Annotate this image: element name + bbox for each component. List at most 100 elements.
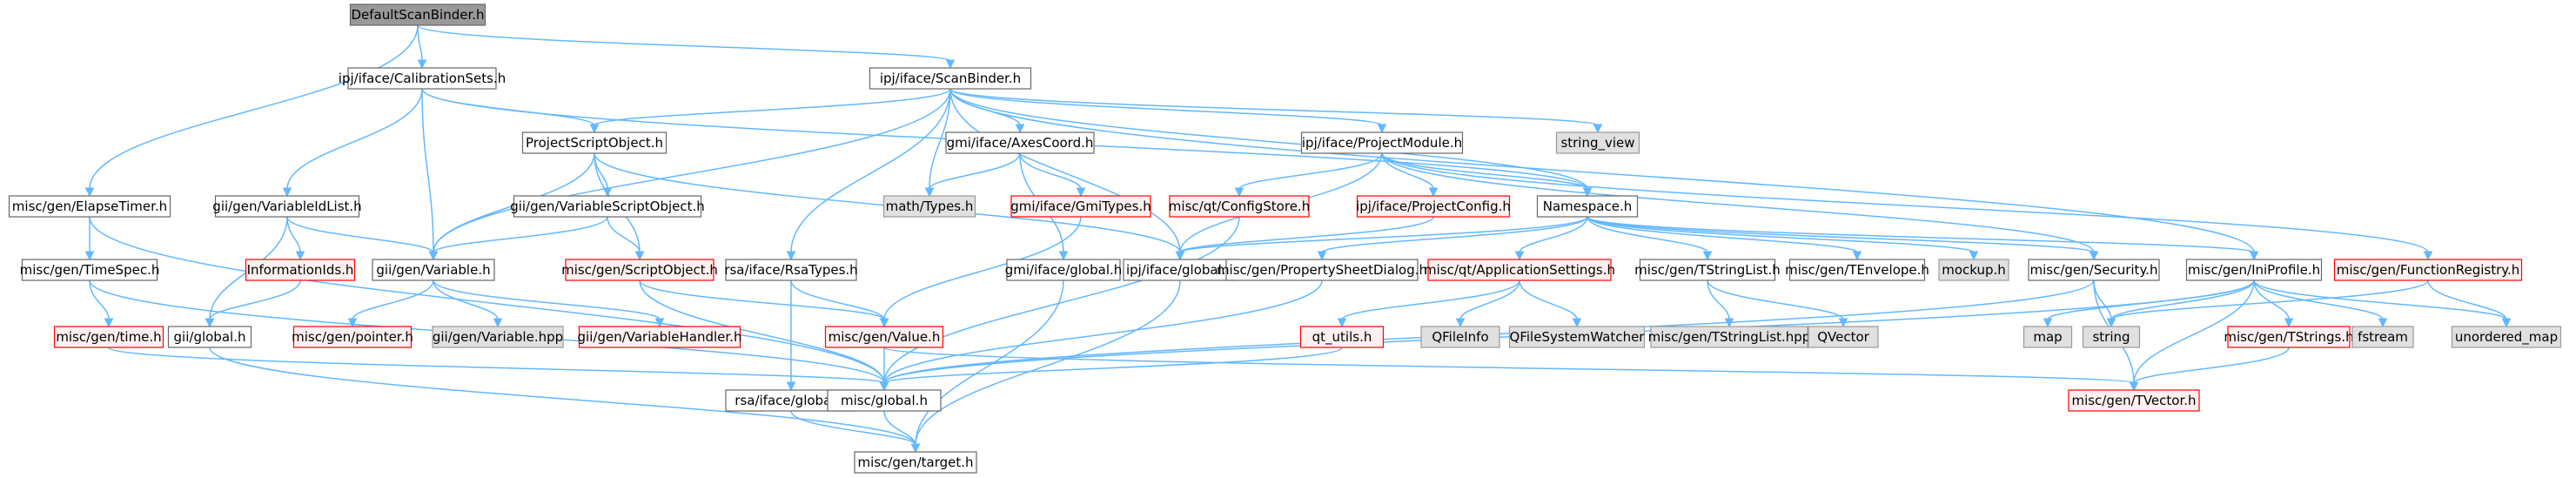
node-namespace-h[interactable]: Namespace.h: [1536, 195, 1639, 218]
node-projectscriptobject-h[interactable]: ProjectScriptObject.h: [521, 131, 667, 154]
node-unordered-map[interactable]: unordered_map: [2451, 326, 2562, 348]
node-box: [2451, 326, 2562, 348]
edge-layer: [84, 24, 2512, 454]
edge-n7-n16: [1381, 152, 1593, 198]
node-label: math/Types.h: [886, 199, 974, 214]
edge-n24-n39: [1707, 279, 1734, 328]
node-box: [565, 259, 714, 281]
node-label: misc/qt/ConfigStore.h: [1169, 199, 1310, 214]
edge-n16-n28: [1587, 216, 2259, 261]
node-ipj-iface-global-h[interactable]: ipj/iface/global.h: [1123, 259, 1238, 281]
node-qfilesystemwatcher[interactable]: QFileSystemWatcher: [1508, 326, 1646, 348]
node-misc-gen-value-h[interactable]: misc/gen/Value.h: [824, 326, 944, 348]
node-qfileinfo[interactable]: QFileInfo: [1420, 326, 1500, 348]
node-gii-gen-variablehandler-h[interactable]: gii/gen/VariableHandler.h: [578, 326, 742, 348]
edge-n4-n17: [286, 216, 439, 261]
edge-n19-n46: [786, 279, 796, 392]
node-informationids-h[interactable]: InformationIds.h: [245, 259, 356, 281]
node-misc-gen-pointer-h[interactable]: misc/gen/pointer.h: [292, 326, 413, 348]
node-label: misc/gen/TStringList.h: [1634, 262, 1781, 278]
node-misc-gen-tenvelope-h[interactable]: misc/gen/TEnvelope.h: [1785, 259, 1929, 281]
node-misc-gen-propertysheetdialog-h[interactable]: misc/gen/PropertySheetDialog.h: [1217, 259, 1427, 281]
edge-n30-n47: [108, 347, 889, 392]
node-gii-gen-variablescriptobject-h[interactable]: gii/gen/VariableScriptObject.h: [510, 195, 705, 218]
node-fstream[interactable]: fstream: [2351, 326, 2414, 348]
node-misc-global-h[interactable]: misc/global.h: [827, 389, 942, 412]
edge-n0-n2: [417, 24, 956, 70]
node-box: [2351, 326, 2414, 348]
node-box: [1420, 326, 1500, 348]
node-label: misc/gen/TimeSpec.h: [20, 262, 160, 278]
node-misc-qt-applicationsettings-h[interactable]: misc/qt/ApplicationSettings.h: [1424, 259, 1615, 281]
node-label: QVector: [1817, 329, 1869, 345]
node-misc-gen-elapsetimer-h[interactable]: misc/gen/ElapseTimer.h: [8, 195, 171, 218]
edge-n1-n17: [421, 88, 439, 261]
node-misc-gen-time-h[interactable]: misc/gen/time.h: [53, 326, 164, 348]
edge-n15-n21: [1175, 216, 1434, 261]
node-misc-gen-tstringlist-h[interactable]: misc/gen/TStringList.h: [1634, 259, 1781, 281]
node-gii-gen-variableidlist-h[interactable]: gii/gen/VariableIdList.h: [212, 195, 362, 218]
node-misc-gen-timespec-h[interactable]: misc/gen/TimeSpec.h: [20, 259, 160, 281]
node-label: gmi/iface/global.h: [1005, 262, 1123, 278]
node-misc-gen-functionregistry-h[interactable]: misc/gen/FunctionRegistry.h: [2333, 259, 2523, 281]
node-ipj-iface-projectconfig-h[interactable]: ipj/iface/ProjectConfig.h: [1356, 195, 1511, 218]
node-label: misc/gen/TEnvelope.h: [1785, 262, 1929, 278]
node-misc-gen-tstrings-h[interactable]: misc/gen/TStrings.h: [2224, 326, 2354, 348]
node-label: misc/gen/IniProfile.h: [2188, 262, 2320, 278]
node-gmi-iface-axescoord-h[interactable]: gmi/iface/AxesCoord.h: [945, 131, 1095, 154]
edge-n23-n36: [1337, 279, 1520, 328]
edge-n2-n19: [786, 88, 951, 261]
node-box: [578, 326, 741, 348]
node-label: ipj/iface/global.h: [1126, 262, 1234, 278]
node-box: [21, 259, 158, 281]
edge-n47-n49: [883, 410, 921, 454]
node-label: QFileSystemWatcher: [1510, 329, 1646, 345]
node-label: InformationIds.h: [247, 262, 354, 278]
edge-n0-n3: [84, 24, 419, 198]
edge-n7-n29: [1381, 152, 2433, 261]
edge-n2-n28: [949, 88, 2259, 261]
edge-n17-n32: [347, 279, 434, 328]
edge-n2-n21: [949, 88, 1185, 261]
node-misc-qt-configstore-h[interactable]: misc/qt/ConfigStore.h: [1169, 195, 1310, 218]
node-label: misc/gen/target.h: [857, 454, 973, 470]
node-box: [1356, 195, 1511, 218]
node-label: gii/gen/Variable.h: [376, 262, 490, 278]
node-qvector[interactable]: QVector: [1808, 326, 1879, 348]
node-string[interactable]: string: [2082, 326, 2141, 348]
node-map[interactable]: map: [2023, 326, 2073, 348]
node-box: [1536, 195, 1639, 218]
node-label: misc/gen/pointer.h: [292, 329, 413, 345]
node-label: misc/gen/PropertySheetDialog.h: [1217, 262, 1427, 278]
edge-n16-n27: [1587, 216, 2099, 261]
edge-n6-n13: [1019, 152, 1086, 198]
node-qt-utils-h[interactable]: qt_utils.h: [1299, 326, 1385, 348]
node-gmi-iface-global-h[interactable]: gmi/iface/global.h: [1005, 259, 1123, 281]
node-ipj-iface-calibrationsets-h[interactable]: ipj/iface/CalibrationSets.h: [339, 67, 506, 90]
node-mockup-h[interactable]: mockup.h: [1938, 259, 2009, 281]
node-ipj-iface-scanbinder-h[interactable]: ipj/iface/ScanBinder.h: [869, 67, 1032, 90]
node-string-view[interactable]: string_view: [1555, 131, 1640, 154]
node-rsa-iface-rsatypes-h[interactable]: rsa/iface/RsaTypes.h: [724, 259, 858, 281]
node-math-types-h[interactable]: math/Types.h: [882, 195, 976, 218]
edge-n0-n1: [417, 24, 427, 70]
node-misc-gen-target-h[interactable]: misc/gen/target.h: [854, 451, 977, 474]
node-gii-global-h[interactable]: gii/global.h: [167, 326, 252, 348]
node-misc-gen-scriptobject-h[interactable]: misc/gen/ScriptObject.h: [561, 259, 718, 281]
node-misc-gen-security-h[interactable]: misc/gen/Security.h: [2028, 259, 2160, 281]
node-gii-gen-variable-h[interactable]: gii/gen/Variable.h: [372, 259, 495, 281]
edge-n7-n15: [1381, 152, 1439, 198]
node-gmi-iface-gmitypes-h[interactable]: gmi/iface/GmiTypes.h: [1010, 195, 1151, 218]
node-box: [347, 67, 497, 90]
node-misc-gen-tvector-h[interactable]: misc/gen/TVector.h: [2068, 389, 2200, 412]
node-label: ipj/iface/ProjectConfig.h: [1356, 199, 1511, 214]
node-gii-gen-variable-hpp[interactable]: gii/gen/Variable.hpp: [432, 326, 564, 348]
node-label: qt_utils.h: [1312, 329, 1372, 346]
edge-n2-n7: [949, 88, 1387, 134]
node-box: [245, 259, 356, 281]
node-ipj-iface-projectmodule-h[interactable]: ipj/iface/ProjectModule.h: [1300, 131, 1464, 154]
edge-n29-n42: [2106, 279, 2429, 328]
node-misc-gen-tstringlist-hpp[interactable]: misc/gen/TStringList.hpp: [1648, 326, 1811, 348]
node-misc-gen-iniprofile-h[interactable]: misc/gen/IniProfile.h: [2185, 259, 2323, 281]
